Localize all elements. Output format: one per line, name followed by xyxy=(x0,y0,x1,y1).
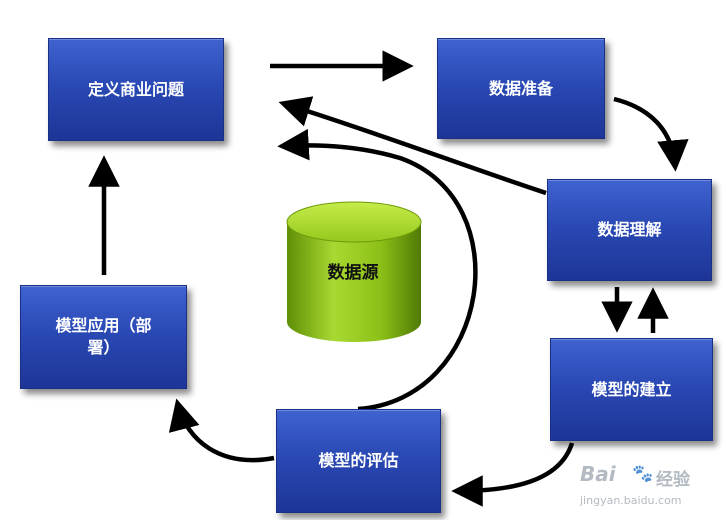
data-source-label: 数据源 xyxy=(327,263,379,283)
watermark-logo-tail: 经验 xyxy=(656,470,690,490)
node-model-deployment: 模型应用（部署） xyxy=(20,285,187,389)
node-model-building-label: 模型的建立 xyxy=(591,379,672,399)
data-source-cylinder xyxy=(286,201,422,342)
node-model-evaluation: 模型的评估 xyxy=(276,409,441,513)
arrow-preparation-to-understanding xyxy=(613,96,689,172)
node-define-business-problem: 定义商业问题 xyxy=(48,38,224,141)
watermark: Bai 🐾 经验 jingyan.baidu.com xyxy=(580,462,720,514)
node-data-understanding-label: 数据理解 xyxy=(597,220,662,239)
watermark-url: jingyan.baidu.com xyxy=(580,494,682,507)
node-data-preparation: 数据准备 xyxy=(437,38,605,139)
arrow-evaluation-to-problem xyxy=(277,128,478,412)
watermark-logo: Bai xyxy=(580,462,616,486)
node-data-preparation-label: 数据准备 xyxy=(488,78,553,98)
arrow-evaluation-to-deployment xyxy=(168,398,275,463)
node-data-understanding: 数据理解 xyxy=(547,179,712,281)
node-model-deployment-label: 模型应用（部署） xyxy=(55,316,152,357)
node-define-business-problem-label: 定义商业问题 xyxy=(87,79,184,99)
arrow-understanding-to-problem xyxy=(278,96,547,196)
node-model-evaluation-label: 模型的评估 xyxy=(318,451,399,470)
arrow-building-to-evaluation xyxy=(451,442,575,507)
paw-icon: 🐾 xyxy=(632,464,654,484)
node-model-building: 模型的建立 xyxy=(550,338,713,441)
